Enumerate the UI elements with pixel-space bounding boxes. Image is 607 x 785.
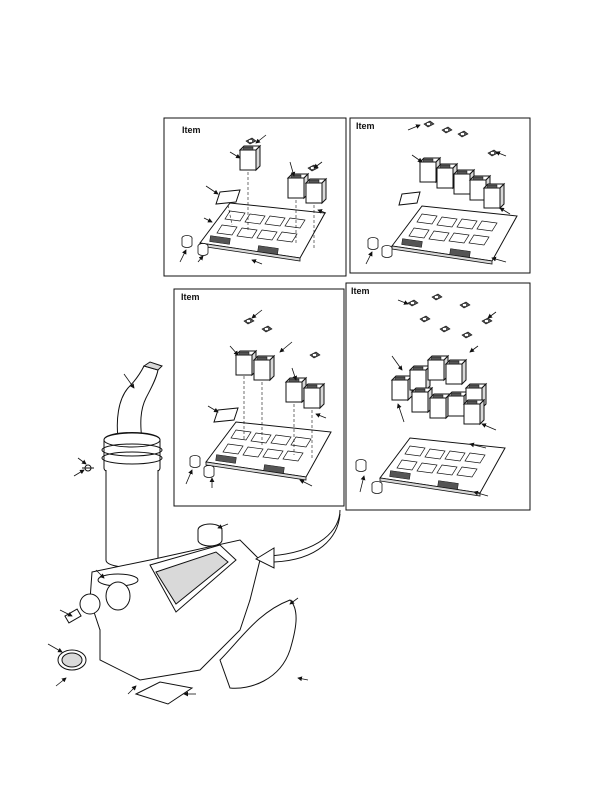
panel-c-plug-2	[203, 465, 215, 478]
panel-d-plug-2	[371, 481, 383, 494]
panel-a-switch-2	[287, 173, 309, 199]
panel-b-switch-5	[483, 183, 505, 209]
panel-d-callout-arrows	[359, 299, 497, 497]
panel-to-assembly-arrow	[254, 509, 341, 569]
panel-b-callout-arrows	[365, 124, 511, 265]
panel-a-leader-lines	[227, 172, 315, 250]
panel-c-leader-lines	[243, 376, 313, 460]
panel-b-plug-1	[367, 237, 379, 250]
panel-a-title: Item	[182, 125, 201, 135]
panel-d-switch-5	[411, 387, 433, 413]
switch-panel-b: Item	[349, 117, 531, 274]
panel-b-blank-plate	[398, 191, 421, 206]
cover-plate	[134, 681, 194, 705]
switch-panel-a: Item	[163, 117, 347, 277]
panel-a-switch-3	[305, 178, 327, 204]
panel-c-callout-arrows	[185, 309, 327, 488]
panel-d-plug-1	[355, 459, 367, 472]
panel-b-title: Item	[356, 121, 375, 131]
switch-panel-c: Item	[173, 288, 345, 507]
side-bracket	[219, 599, 297, 689]
joystick-housing	[105, 470, 159, 568]
joystick-grip	[116, 365, 159, 441]
panel-c-plug-1	[189, 455, 201, 468]
panel-a-plug-2	[197, 243, 209, 256]
panel-c-blank-plate	[213, 407, 239, 423]
panel-d-switch-1	[391, 375, 413, 401]
panel-d-switch-3	[427, 355, 449, 381]
panel-a-blank-plate	[215, 189, 241, 205]
panel-a-callout-arrows	[179, 134, 327, 265]
panel-c-switch-3	[285, 377, 307, 403]
panel-a-plug-1	[181, 235, 193, 248]
panel-c-switch-1	[235, 350, 257, 376]
panel-d-switch-9	[463, 399, 485, 425]
panel-d-switch-6	[429, 393, 451, 419]
panel-c-title: Item	[181, 292, 200, 302]
panel-b-plug-2	[381, 245, 393, 258]
panel-a-switch-1	[239, 145, 261, 171]
panel-c-switch-2	[253, 355, 275, 381]
assembly-callout-arrows	[47, 373, 309, 697]
panel-d-switch-4	[445, 359, 467, 385]
panel-d-switch-2	[409, 365, 431, 391]
joystick-assembly	[57, 361, 297, 705]
panel-c-switch-4	[303, 383, 325, 409]
switch-panel-d: Item	[345, 282, 531, 511]
panel-d-title: Item	[351, 286, 370, 296]
